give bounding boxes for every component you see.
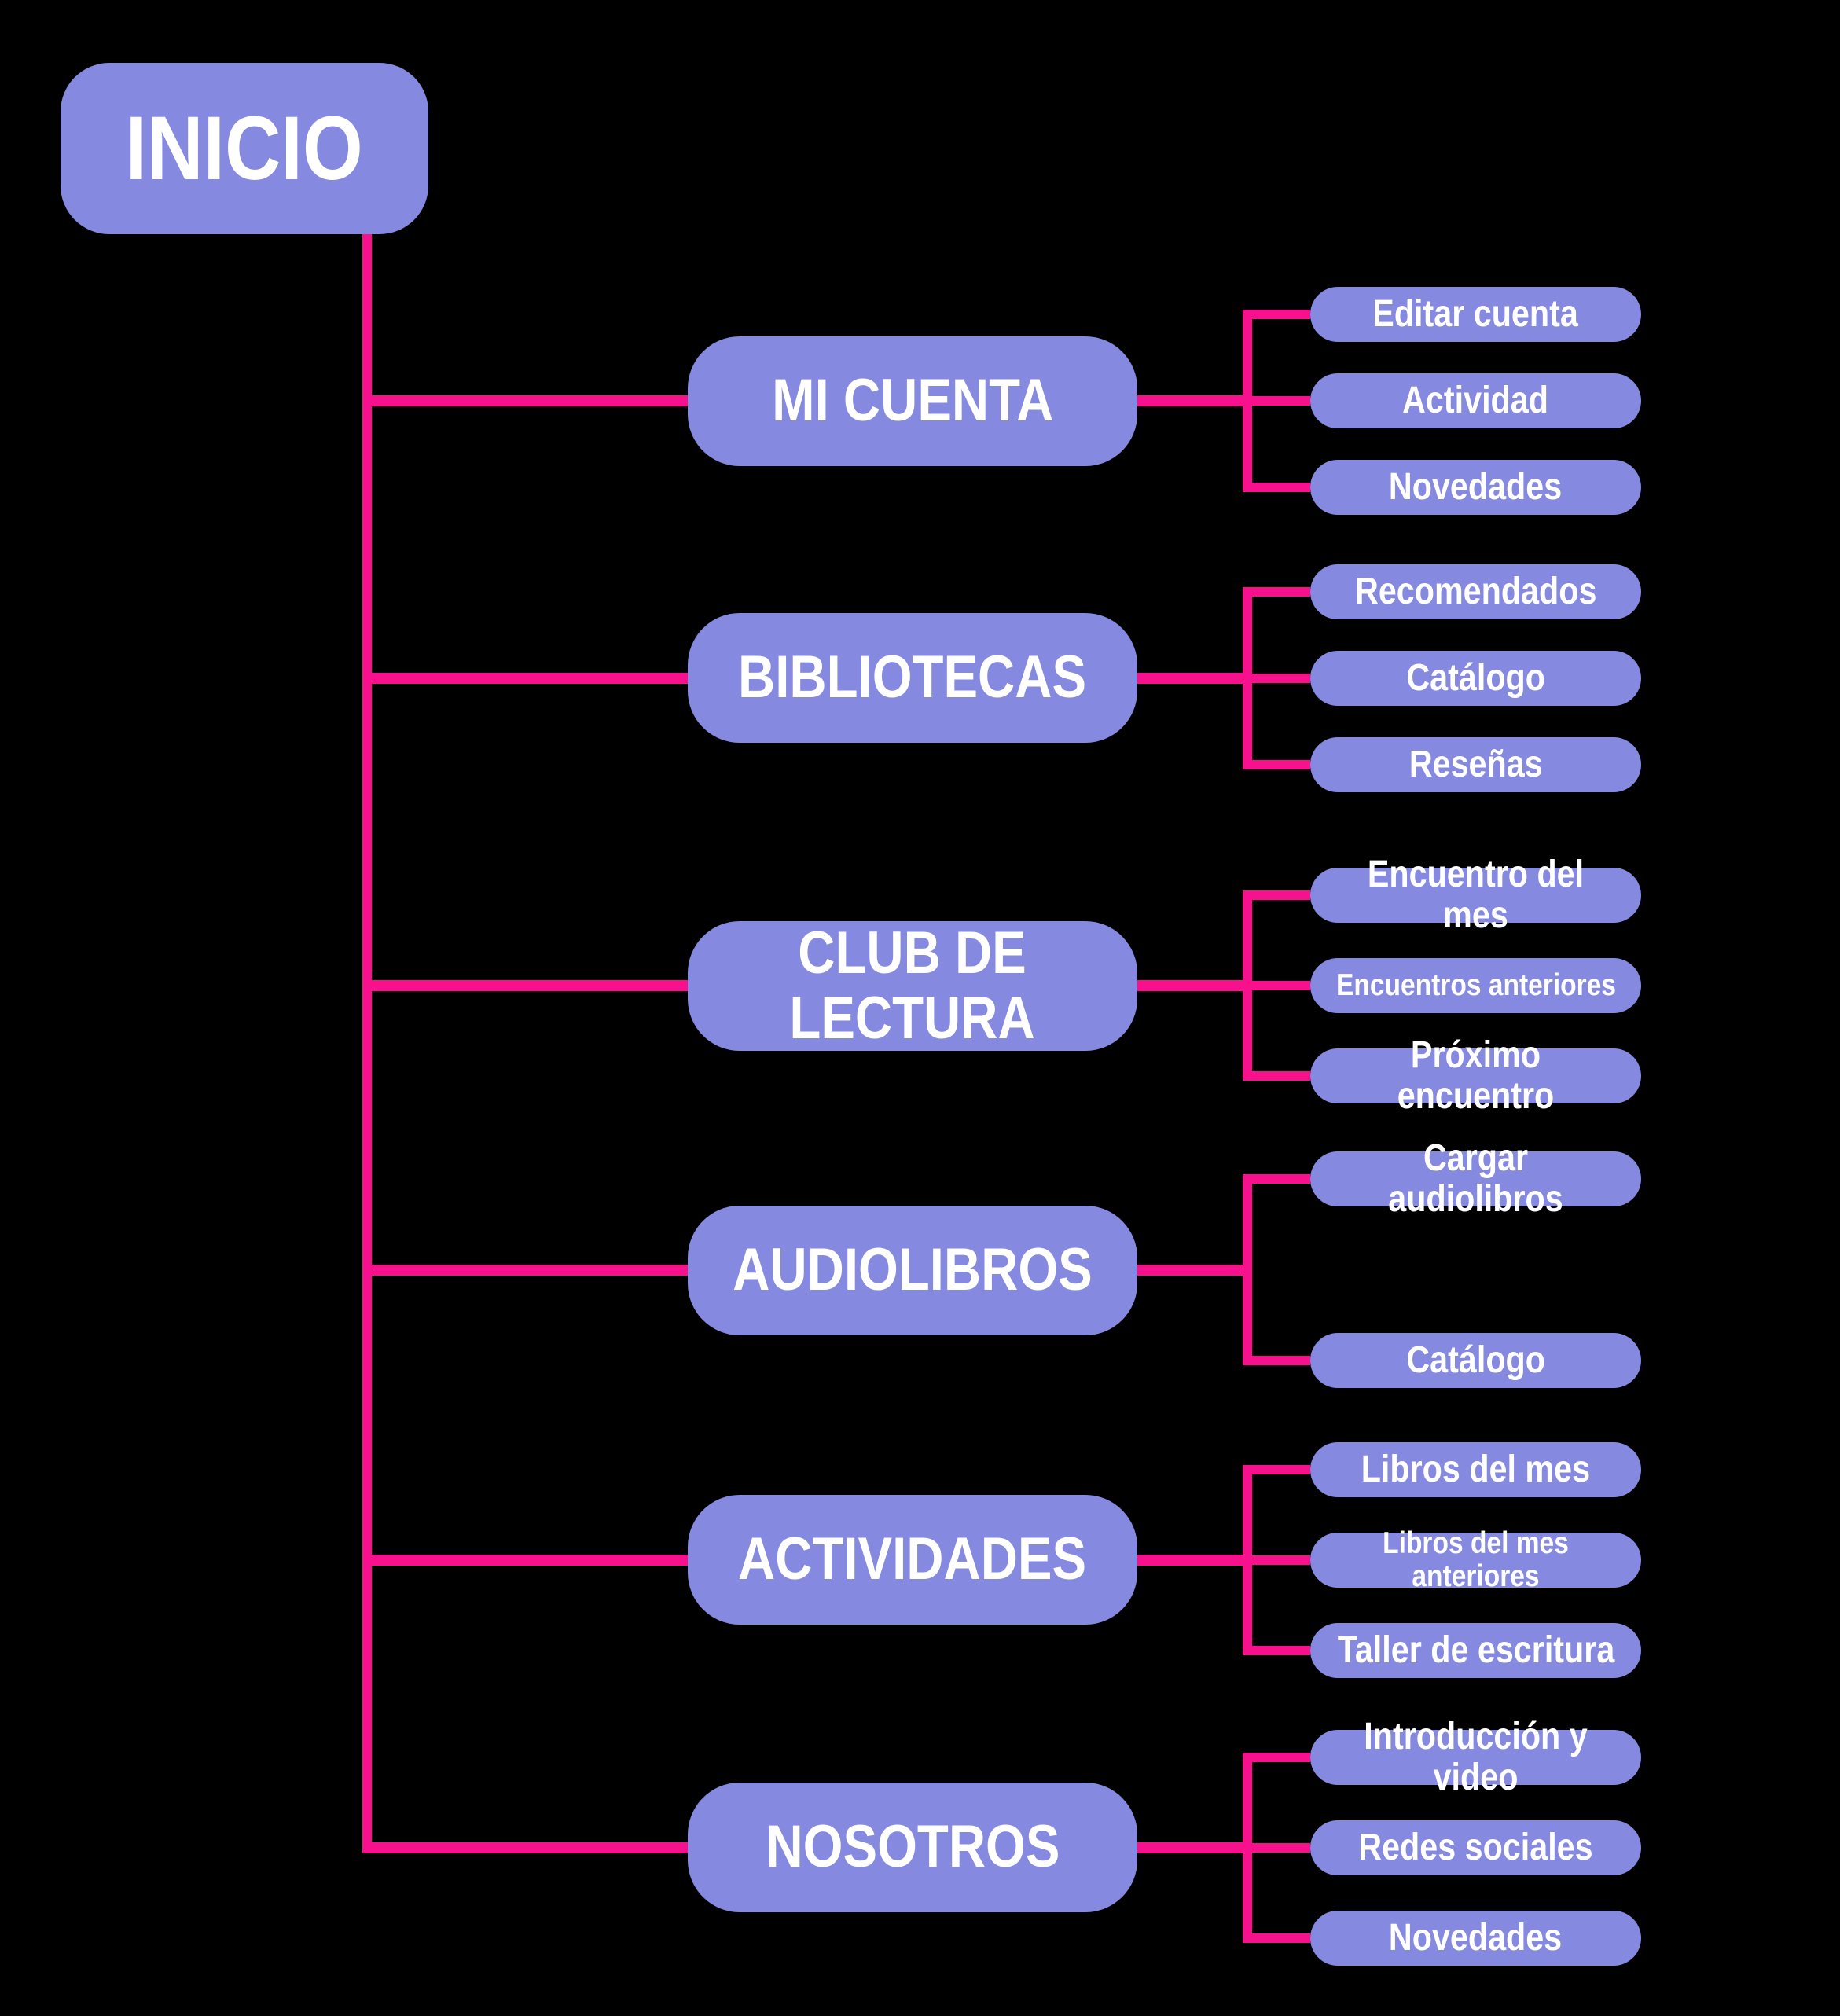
branch-line	[362, 395, 692, 406]
child-catalogo-bibliotecas: Catálogo	[1310, 651, 1641, 706]
child-libros-del-mes-anteriores: Libros del mes anteriores	[1310, 1526, 1641, 1593]
child-stub-line	[1243, 674, 1310, 683]
child-stub-line	[1243, 1646, 1310, 1655]
child-editar-cuenta: Editar cuenta	[1310, 287, 1641, 342]
connector-line	[1137, 395, 1252, 406]
child-label: Introducción y video	[1364, 1716, 1588, 1798]
node-club-de-lectura-label: CLUB DE LECTURA	[789, 920, 1036, 1052]
child-stub-line	[1243, 1753, 1310, 1762]
child-redes-sociales: Redes sociales	[1310, 1820, 1641, 1875]
child-vertical-line	[1243, 1174, 1252, 1365]
branch-line	[362, 1842, 692, 1853]
child-catalogo-audiolibros: Catálogo	[1310, 1333, 1641, 1388]
child-label: Novedades	[1389, 1917, 1563, 1959]
child-stub-line	[1243, 1933, 1310, 1943]
branch-line	[362, 980, 692, 991]
child-label: Catálogo	[1406, 1339, 1545, 1382]
child-label: Actividad	[1402, 380, 1549, 422]
connector-line	[1137, 1842, 1252, 1853]
child-label: Próximo encuentro	[1397, 1034, 1555, 1117]
trunk-line	[362, 234, 372, 1853]
node-inicio: INICIO	[61, 63, 428, 234]
child-introduccion-y-video: Introducción y video	[1310, 1717, 1641, 1798]
child-label: Taller de escritura	[1337, 1629, 1614, 1672]
branch-line	[362, 1555, 692, 1566]
connector-line	[1137, 673, 1252, 684]
child-stub-line	[1243, 760, 1310, 769]
node-bibliotecas-label: BIBLIOTECAS	[738, 644, 1087, 711]
child-resenas: Reseñas	[1310, 737, 1641, 792]
child-recomendados: Recomendados	[1310, 564, 1641, 619]
child-encuentro-del-mes: Encuentro del mes	[1310, 854, 1641, 935]
child-proximo-encuentro: Próximo encuentro	[1310, 1035, 1641, 1116]
child-stub-line	[1243, 1465, 1310, 1474]
connector-line	[1137, 1265, 1252, 1276]
child-stub-line	[1243, 396, 1310, 406]
node-bibliotecas: BIBLIOTECAS	[688, 613, 1137, 743]
connector-line	[1137, 1555, 1252, 1566]
connector-line	[1137, 980, 1252, 991]
node-mi-cuenta-label: MI CUENTA	[771, 367, 1054, 435]
child-label: Novedades	[1389, 466, 1563, 509]
node-mi-cuenta: MI CUENTA	[688, 336, 1137, 466]
child-novedades-cuenta: Novedades	[1310, 460, 1641, 515]
child-novedades-nosotros: Novedades	[1310, 1911, 1641, 1966]
branch-line	[362, 673, 692, 684]
child-stub-line	[1243, 587, 1310, 597]
child-stub-line	[1243, 1555, 1310, 1565]
child-label: Redes sociales	[1358, 1827, 1593, 1869]
child-cargar-audiolibros: Cargar audiolibros	[1310, 1138, 1641, 1219]
node-actividades-label: ACTIVIDADES	[738, 1526, 1087, 1593]
branch-line	[362, 1265, 692, 1276]
child-label: Encuentro del mes	[1367, 854, 1585, 936]
child-label: Cargar audiolibros	[1388, 1137, 1563, 1220]
child-stub-line	[1243, 1356, 1310, 1365]
child-label: Catálogo	[1406, 657, 1545, 700]
child-encuentros-anteriores: Encuentros anteriores	[1310, 958, 1641, 1013]
child-label: Reseñas	[1408, 744, 1543, 786]
node-audiolibros: AUDIOLIBROS	[688, 1206, 1137, 1335]
child-label: Libros del mes anteriores	[1383, 1526, 1569, 1593]
node-nosotros: NOSOTROS	[688, 1783, 1137, 1912]
child-stub-line	[1243, 981, 1310, 990]
child-label: Recomendados	[1354, 571, 1597, 613]
child-actividad: Actividad	[1310, 373, 1641, 428]
child-label: Editar cuenta	[1372, 293, 1579, 336]
node-actividades: ACTIVIDADES	[688, 1495, 1137, 1625]
node-audiolibros-label: AUDIOLIBROS	[733, 1236, 1093, 1304]
node-nosotros-label: NOSOTROS	[765, 1813, 1060, 1881]
child-stub-line	[1243, 1843, 1310, 1853]
node-inicio-label: INICIO	[125, 97, 364, 199]
child-label: Encuentros anteriores	[1335, 968, 1616, 1002]
child-stub-line	[1243, 890, 1310, 900]
child-stub-line	[1243, 483, 1310, 492]
child-libros-del-mes: Libros del mes	[1310, 1442, 1641, 1497]
child-stub-line	[1243, 1071, 1310, 1081]
child-stub-line	[1243, 1174, 1310, 1184]
child-stub-line	[1243, 310, 1310, 319]
child-taller-de-escritura: Taller de escritura	[1310, 1623, 1641, 1678]
child-label: Libros del mes	[1361, 1449, 1591, 1491]
node-club-de-lectura: CLUB DE LECTURA	[688, 921, 1137, 1051]
